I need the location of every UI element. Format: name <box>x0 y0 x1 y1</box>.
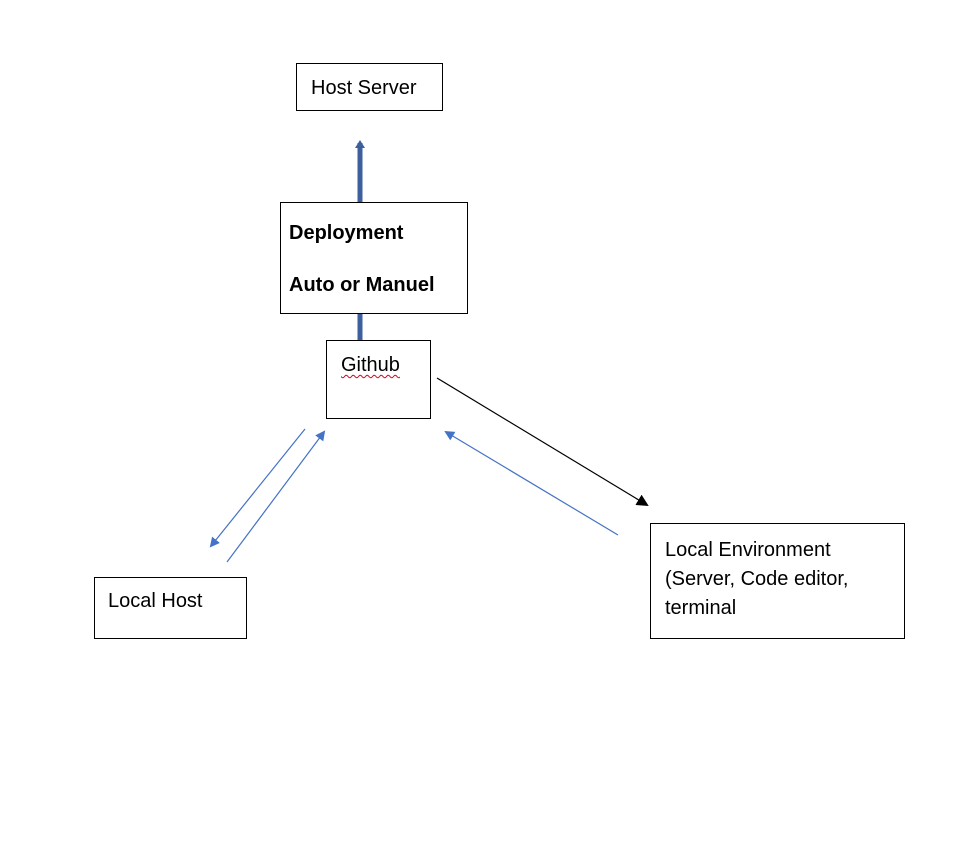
host-server-label: Host Server <box>311 77 417 99</box>
github-node: Github <box>326 340 431 419</box>
deploy-to-host-arrowhead <box>355 140 365 148</box>
localhost-to-github-arrow <box>226 430 326 563</box>
local-environment-title: Local Environment <box>665 539 831 561</box>
localenv-to-github-arrow <box>444 430 619 536</box>
host-server-node: Host Server <box>296 63 443 111</box>
github-to-localenv-arrow <box>436 377 649 507</box>
github-to-localhost-arrow <box>209 428 306 548</box>
deployment-node: Deployment Auto or Manuel <box>280 202 468 314</box>
deployment-title: Deployment <box>289 222 404 244</box>
local-environment-detail-1: (Server, Code editor, <box>665 568 849 590</box>
deployment-mode: Auto or Manuel <box>289 274 435 296</box>
github-label: Github <box>341 354 400 376</box>
local-host-node: Local Host <box>94 577 247 639</box>
local-host-label: Local Host <box>108 590 203 612</box>
local-environment-node: Local Environment (Server, Code editor, … <box>650 523 905 639</box>
local-environment-detail-2: terminal <box>665 597 737 619</box>
